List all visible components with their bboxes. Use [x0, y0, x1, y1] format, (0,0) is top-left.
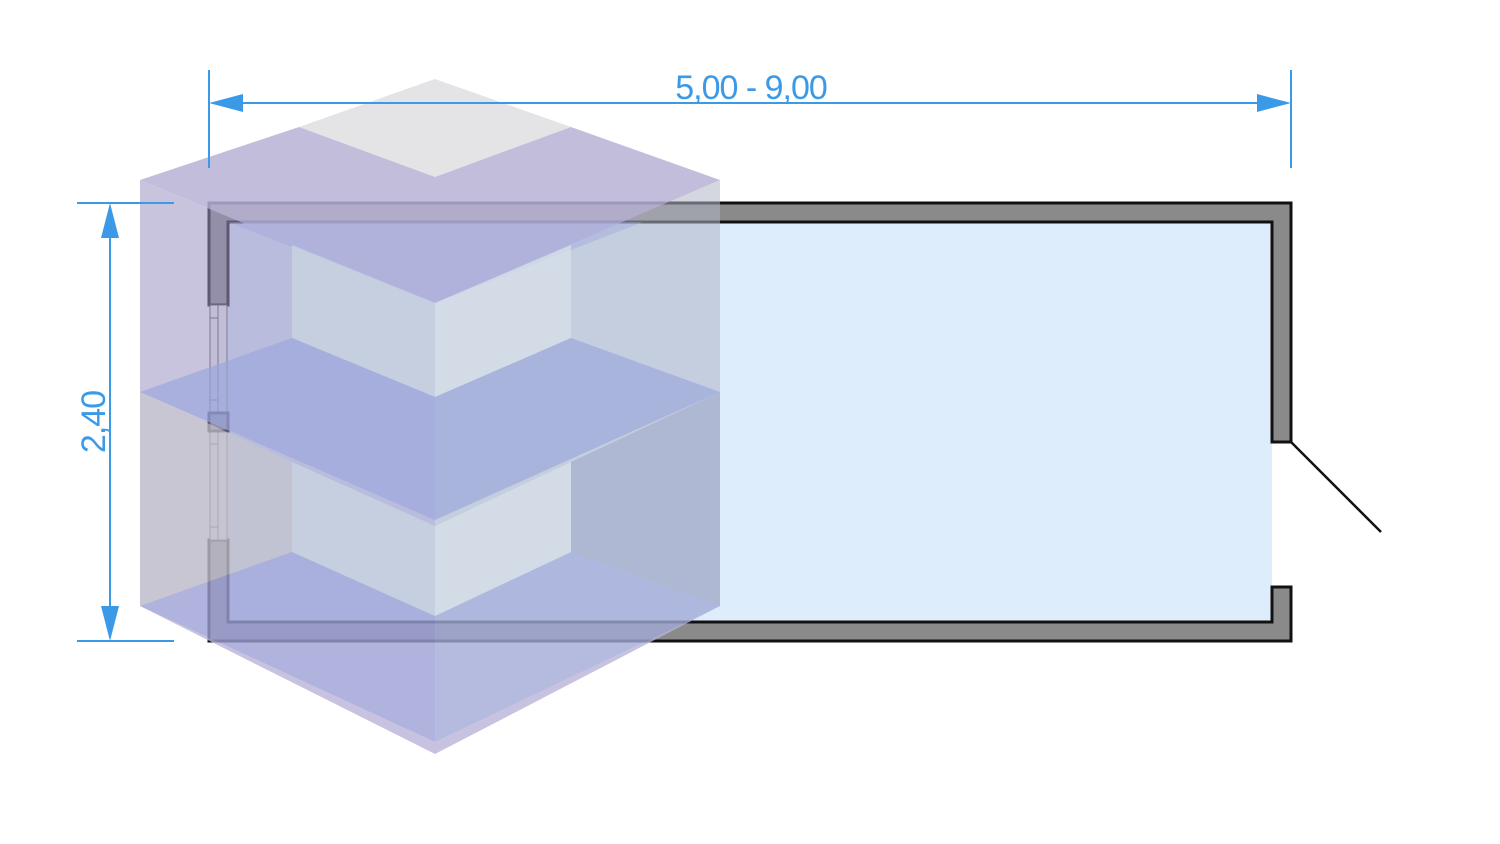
width-dimension [208, 70, 1292, 168]
arrow-up-icon [101, 203, 119, 238]
arrow-left-icon [209, 94, 243, 112]
arrow-right-icon [1257, 94, 1291, 112]
door-swing [1290, 441, 1382, 533]
arrow-down-icon [101, 606, 119, 641]
height-label: 2,40 [75, 391, 113, 453]
width-label: 5,00 - 9,00 [675, 69, 827, 107]
height-dimension [77, 202, 174, 642]
isometric-logo-overlay [140, 79, 720, 754]
